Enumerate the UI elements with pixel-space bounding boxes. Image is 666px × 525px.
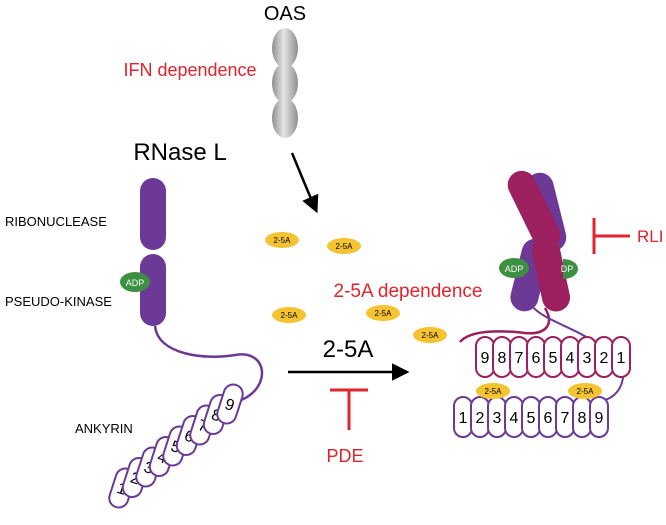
ankyrin-repeat: 9 (216, 383, 244, 425)
ankyrin-repeat: 9 (475, 336, 495, 378)
svg-text:2-5A: 2-5A (281, 311, 299, 320)
ankyrin-repeat: 5 (543, 336, 563, 378)
ankyrin-repeat: 6 (526, 336, 546, 378)
oas-label: OAS (264, 3, 306, 25)
svg-text:2-5A: 2-5A (577, 387, 595, 396)
adp-left-label: ADP (126, 278, 145, 288)
ankyrin-repeat-number: 2 (600, 350, 609, 367)
rli-inhibitor (592, 218, 630, 254)
ifn-dependence-label: IFN dependence (123, 60, 256, 80)
ankyrin-repeat: 1 (611, 336, 631, 378)
linker-left (153, 325, 264, 406)
pde-label: PDE (326, 446, 363, 466)
ankyrin-repeat-number: 6 (544, 410, 553, 427)
two5a-molecule: 2-5A (413, 327, 447, 343)
ankyrin-repeat: 4 (560, 336, 580, 378)
ankyrin-repeat-number: 3 (583, 350, 592, 367)
oas-protein (272, 28, 298, 138)
ankyrin-repeat: 5 (521, 396, 541, 438)
ankyrin-label: ANKYRIN (75, 421, 133, 436)
ankyrin-repeat: 8 (572, 396, 592, 438)
ankyrin-repeat-number: 1 (459, 410, 468, 427)
ankyrin-repeat: 3 (487, 396, 507, 438)
ankyrin-repeat: 2 (594, 336, 614, 378)
ribonuclease-domain (140, 178, 166, 250)
ankyrin-repeat: 1 (453, 396, 473, 438)
two5a-molecule: 2-5A (568, 383, 602, 399)
ankyrin-repeat-number: 4 (510, 410, 519, 427)
two5a-molecules: 2-5A 2-5A 2-5A 2-5A 2-5A (265, 232, 447, 343)
two5a-molecule: 2-5A (265, 232, 299, 248)
two5a-molecule: 2-5A (476, 383, 510, 399)
ankyrin-repeat-number: 1 (617, 350, 626, 367)
ankyrin-repeat-number: 2 (476, 410, 485, 427)
ankyrin-repeat-number: 4 (566, 350, 575, 367)
rnase-l-label: RNase L (133, 139, 226, 166)
ankyrin-repeat: 6 (538, 396, 558, 438)
ankyrin-repeat-number: 6 (532, 350, 541, 367)
two5a-molecule: 2-5A (366, 305, 400, 321)
ribonuclease-label: RIBONUCLEASE (5, 214, 107, 229)
ankyrin-repeat-number: 7 (515, 350, 524, 367)
ankyrin-repeat: 3 (577, 336, 597, 378)
two5a-molecule: 2-5A (272, 307, 306, 323)
pseudo-kinase-domain (140, 254, 166, 326)
ankyrin-repeat-number: 8 (578, 410, 587, 427)
ankyrin-repeat: 9 (589, 396, 609, 438)
rnase-l-dimer: ADP DP (459, 170, 625, 401)
two5a-bound: 2-5A 2-5A (476, 383, 602, 399)
oas-arrow (290, 152, 319, 214)
ankyrin-repeat-number: 7 (561, 410, 570, 427)
pde-inhibitor (330, 388, 368, 430)
ankyrin-repeat: 7 (555, 396, 575, 438)
ankyrin-repeat-number: 5 (549, 350, 558, 367)
ankyrin-repeat-number: 5 (527, 410, 536, 427)
adp-dimer-right (563, 259, 578, 279)
svg-text:2-5A: 2-5A (485, 387, 503, 396)
adp-left (120, 272, 150, 292)
ankyrin-repeat: 2 (470, 396, 490, 438)
rli-label: RLI (637, 227, 663, 246)
ankyrin-repeat: 8 (492, 336, 512, 378)
rnase-l-monomer: ADP (120, 178, 264, 406)
ankyrin-repeat-number: 9 (481, 350, 490, 367)
two5a-molecule: 2-5A (327, 238, 361, 254)
pseudo-kinase-label: PSEUDO-KINASE (5, 294, 112, 309)
svg-text:2-5A: 2-5A (274, 236, 292, 245)
two5a-dependence-label: 2-5A dependence (334, 281, 483, 302)
ankyrin-repeat: 7 (509, 336, 529, 378)
adp-dimer-left (499, 258, 529, 278)
adp-dimer-right-label: DP (561, 264, 574, 274)
svg-text:2-5A: 2-5A (336, 242, 354, 251)
svg-text:2-5A: 2-5A (375, 309, 393, 318)
svg-text:2-5A: 2-5A (422, 331, 440, 340)
two5a-arrow-label: 2-5A (323, 336, 374, 363)
ankyrin-repeat: 4 (504, 396, 524, 438)
ankyrin-repeat-number: 9 (595, 410, 604, 427)
ankyrin-repeat-number: 8 (498, 350, 507, 367)
adp-dimer-left-label: ADP (505, 264, 524, 274)
ankyrin-repeat-number: 3 (493, 410, 502, 427)
